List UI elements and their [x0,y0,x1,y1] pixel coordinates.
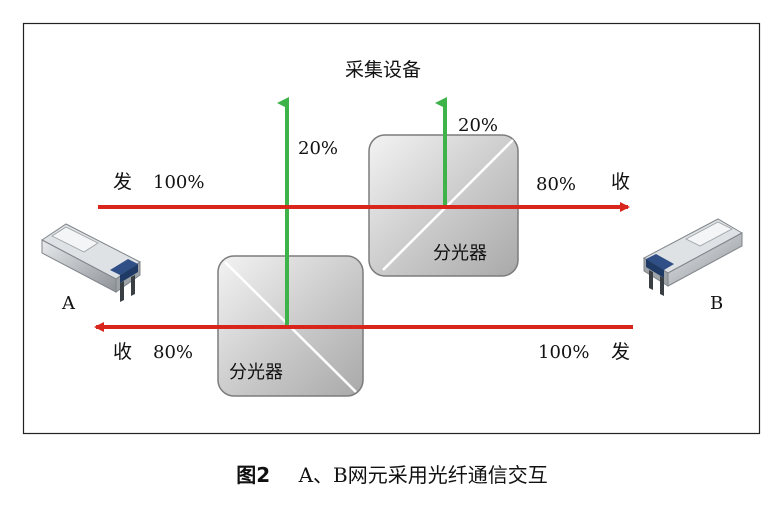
forward-send-pct: 100% [153,172,204,193]
figure-number: 图2 [236,463,270,487]
node-a-label: A [61,293,76,314]
backward-recv-label: 收 [113,341,132,363]
diagram-frame [22,22,761,435]
splitter-upper-label: 分光器 [433,243,487,264]
capture-device-label: 采集设备 [345,59,421,81]
tap-pct-lower: 20% [298,138,338,159]
forward-pass-pct: 80% [536,174,576,195]
forward-send-label: 发 [113,171,132,193]
figure-title: A、B网元采用光纤通信交互 [298,463,548,487]
tap-pct-upper: 20% [458,115,498,136]
figure-caption: 图2 A、B网元采用光纤通信交互 [236,463,547,487]
backward-send-label: 发 [611,341,630,363]
node-b-label: B [710,293,723,314]
backward-send-pct: 100% [538,342,589,363]
backward-pass-pct: 80% [153,342,193,363]
forward-recv-label: 收 [611,171,630,193]
sfp-module-a-icon [41,223,141,302]
sfp-module-b-icon [642,218,744,296]
splitter-lower-label: 分光器 [229,362,283,383]
